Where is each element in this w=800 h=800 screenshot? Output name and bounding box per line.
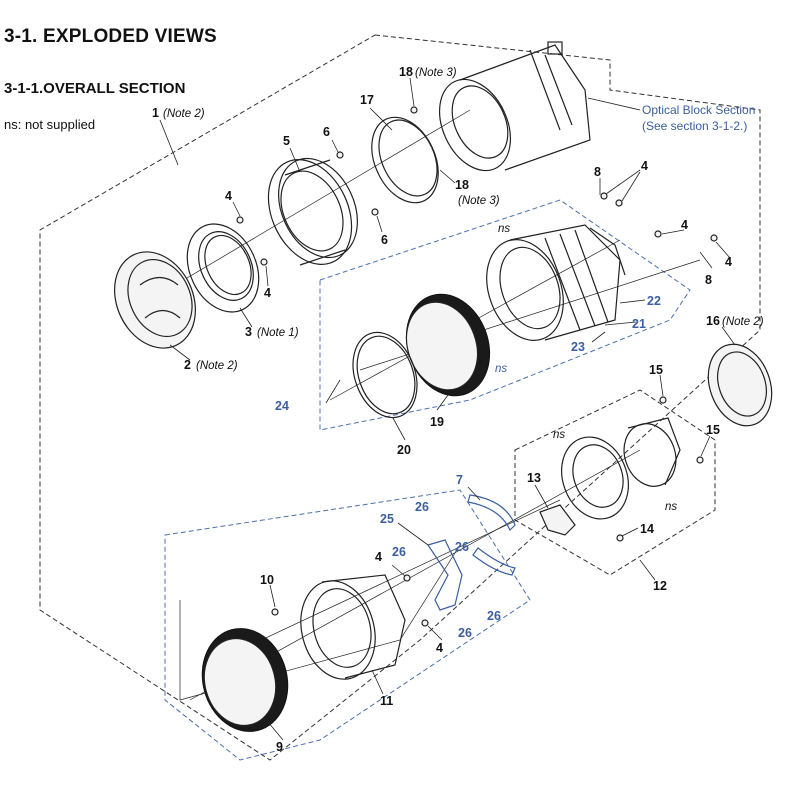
label-part-6-a: 6 (323, 125, 330, 139)
label-ns-mount: ns (553, 429, 565, 441)
section-title: 3-1-1.OVERALL SECTION (4, 80, 186, 97)
label-part-22: 22 (647, 294, 661, 308)
label-part-4-f: 4 (375, 550, 382, 564)
label-part-9: 9 (276, 740, 283, 754)
label-part-26-a: 26 (415, 500, 429, 514)
label-part-21: 21 (632, 317, 646, 331)
label-ns-bayonet: ns (665, 501, 677, 513)
label-part-1-note: (Note 2) (163, 108, 205, 120)
label-part-7: 7 (456, 473, 463, 487)
label-part-14: 14 (640, 522, 654, 536)
axis-line-top (149, 109, 471, 301)
ns-legend-note: ns: not supplied (4, 117, 96, 132)
label-part-16: 16 (706, 314, 720, 328)
label-part-26-e: 26 (458, 626, 472, 640)
assembly-bottom-outline (164, 489, 531, 761)
label-part-4-b: 4 (264, 286, 271, 300)
part-25-bracket (427, 539, 463, 611)
label-part-11: 11 (380, 694, 393, 708)
label-part-23: 23 (571, 340, 585, 354)
label-part-5: 5 (283, 134, 290, 148)
label-part-3: 3 (245, 325, 252, 339)
part-2-lens-cap (113, 251, 197, 349)
part-19-rubber-ring (405, 293, 491, 397)
label-part-2: 2 (184, 358, 191, 372)
label-part-4-a: 4 (225, 189, 232, 203)
leader-lines (159, 77, 736, 741)
label-part-18-b: 18 (455, 178, 469, 192)
callout-optical-block: Optical Block Section (642, 103, 755, 117)
label-part-18-b-note: (Note 3) (458, 195, 500, 207)
label-ns-optical: ns (498, 223, 510, 235)
inner-frame-outline (179, 544, 461, 701)
label-part-2-note: (Note 2) (196, 360, 238, 372)
page-title: 3-1. EXPLODED VIEWS (4, 26, 217, 47)
label-part-8-b: 8 (705, 273, 712, 287)
label-part-3-note: (Note 1) (257, 327, 299, 339)
part-11-barrel (300, 574, 406, 680)
screws (236, 106, 718, 627)
part-17-front-element (371, 116, 439, 204)
part-16-rear-cap (707, 343, 773, 427)
label-part-4-g: 4 (436, 641, 443, 655)
part-3-name-ring (186, 223, 260, 313)
assembly-1-outline (39, 34, 761, 761)
label-part-18-a: 18 (399, 65, 413, 79)
label-part-19: 19 (430, 415, 444, 429)
part-13-contact-block (539, 504, 576, 536)
part-5-hood-ring (267, 157, 358, 266)
label-part-18-a-note: (Note 3) (415, 67, 457, 79)
label-part-4-e: 4 (725, 255, 732, 269)
label-part-1: 1 (152, 106, 159, 120)
label-part-20: 20 (397, 443, 411, 457)
part-20-ring (352, 331, 418, 419)
label-ns-24: ns (495, 363, 507, 375)
optical-block-barrel (439, 41, 591, 172)
callout-see-section: (See section 3-1-2.) (642, 119, 747, 133)
label-part-13: 13 (527, 471, 541, 485)
label-part-4-d: 4 (681, 218, 688, 232)
label-part-17: 17 (360, 93, 374, 107)
assembly-12-outline (514, 389, 716, 576)
label-part-26-b: 26 (392, 545, 406, 559)
label-part-6-b: 6 (381, 233, 388, 247)
assembly-24-outline (319, 199, 691, 431)
label-part-16-note: (Note 2) (722, 316, 764, 328)
label-part-26-d: 26 (487, 609, 501, 623)
label-part-15-a: 15 (649, 363, 663, 377)
label-part-4-c: 4 (641, 159, 648, 173)
part-7-spring (467, 494, 516, 576)
label-part-8-a: 8 (594, 165, 601, 179)
label-part-15-b: 15 (706, 423, 720, 437)
part-9-rear-ring (201, 628, 289, 732)
label-part-24: 24 (275, 399, 289, 413)
label-part-12: 12 (653, 579, 667, 593)
part-24-focus-barrel (486, 224, 626, 341)
label-part-10: 10 (260, 573, 274, 587)
part-12-mount-assembly (561, 417, 681, 520)
label-part-26-c: 26 (455, 540, 469, 554)
label-part-25: 25 (380, 512, 394, 526)
